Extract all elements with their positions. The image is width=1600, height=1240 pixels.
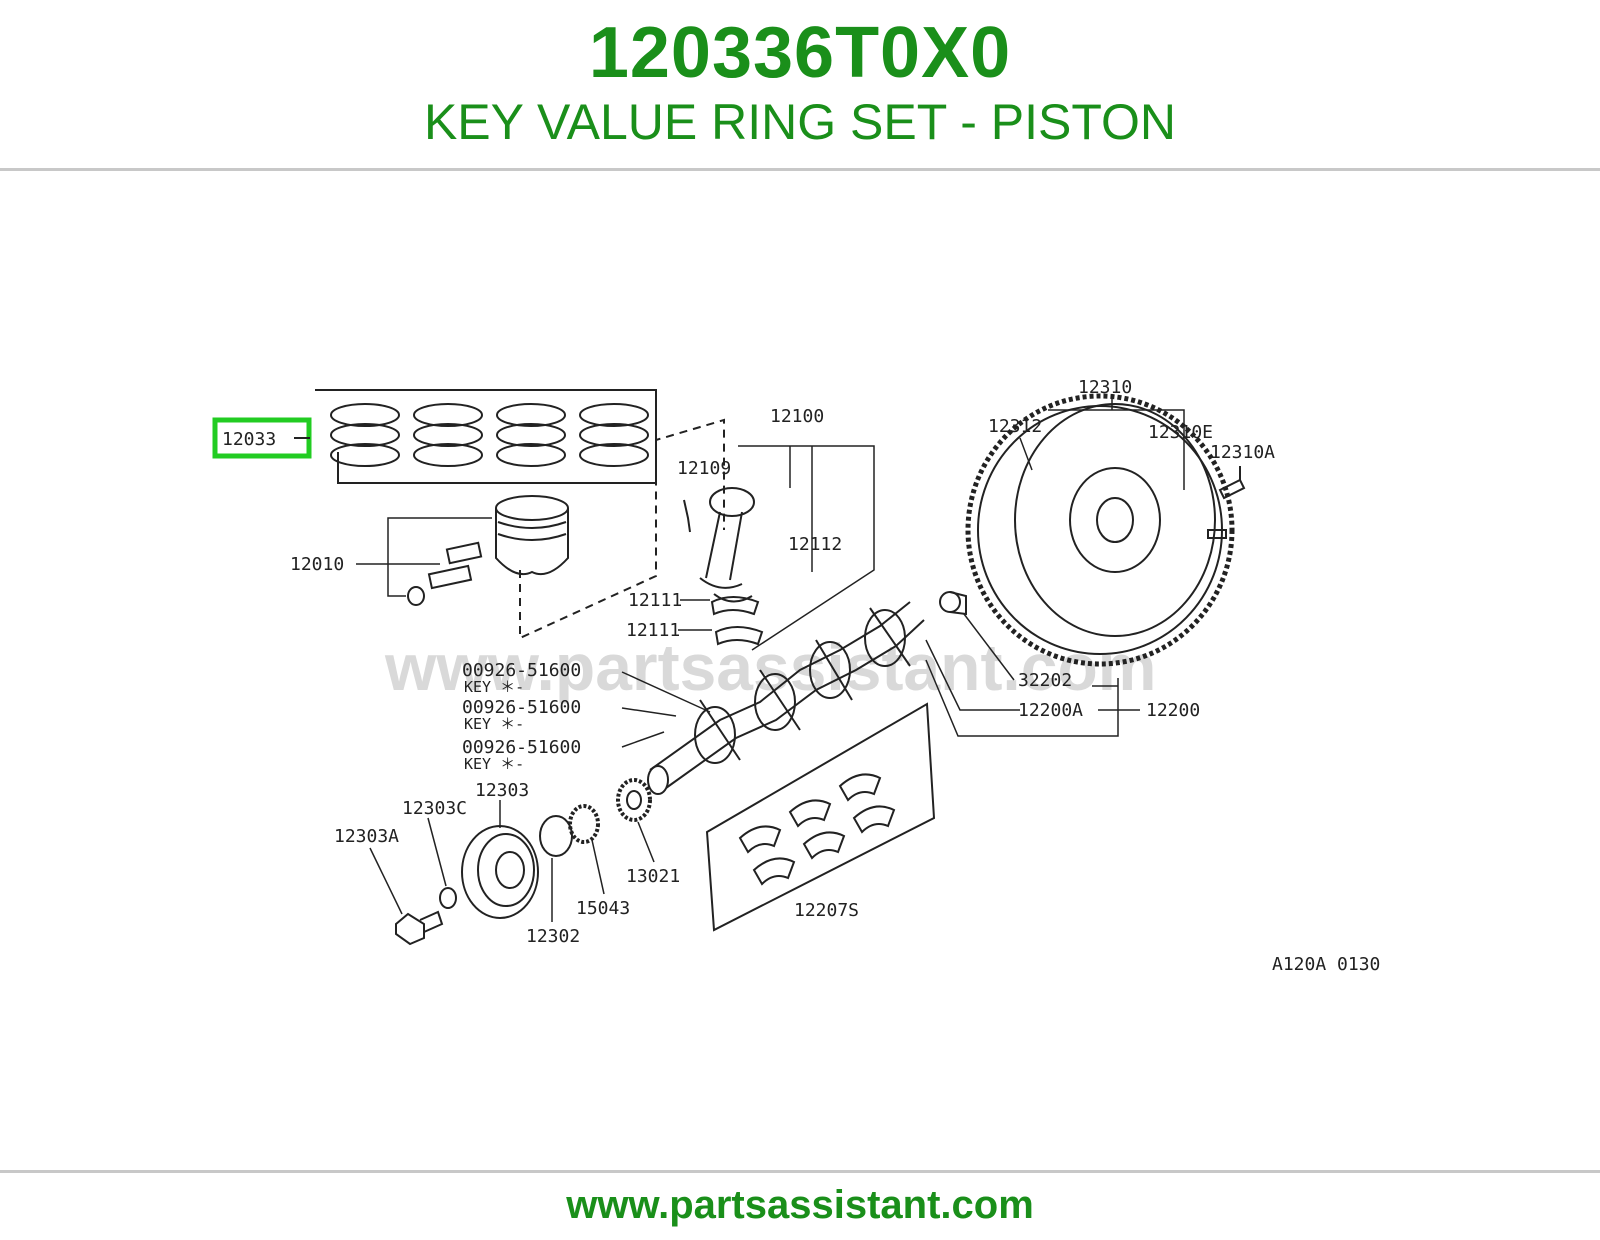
pulley-hub[interactable] — [539, 815, 573, 857]
crankshaft[interactable] — [647, 601, 925, 795]
header: 120336T0X0 KEY VALUE RING SET - PISTON — [0, 0, 1600, 170]
piston-ring-set[interactable] — [315, 389, 657, 484]
rod-bearing-shells[interactable] — [710, 596, 764, 646]
label-key-2[interactable]: 00926-51600 — [462, 697, 581, 718]
leader-conrod-set — [738, 445, 875, 651]
piston[interactable] — [407, 495, 569, 606]
watermark: www.partsassistant.com — [384, 630, 1156, 704]
diagram-canvas: www.partsassistant.com 12033 — [212, 377, 1380, 975]
label-pilot-bushing[interactable]: 32202 — [1018, 670, 1072, 691]
label-crankshaft-set[interactable]: 12200 — [1146, 700, 1200, 721]
main-bearing-set[interactable] — [705, 702, 936, 932]
crank-pulley[interactable] — [461, 825, 539, 919]
footer-website[interactable]: www.partsassistant.com — [566, 1183, 1034, 1227]
label-crank-sprocket[interactable]: 13021 — [626, 866, 680, 887]
label-key-1-sub: KEY ＊- — [464, 678, 524, 696]
dashed-assembly-line — [519, 418, 725, 640]
label-pulley-hub[interactable]: 12302 — [526, 926, 580, 947]
part-number: 120336T0X0 — [588, 13, 1012, 93]
label-pulley-bolt[interactable]: 12303A — [334, 826, 399, 847]
pulley-bolt[interactable] — [395, 910, 444, 946]
label-bearing-lower[interactable]: 12111 — [626, 620, 680, 641]
leader-flywheel — [1048, 409, 1185, 490]
label-key-3[interactable]: 00926-51600 — [462, 737, 581, 758]
label-oil-pump-gear[interactable]: 15043 — [576, 898, 630, 919]
dowel-pin[interactable] — [1207, 529, 1227, 539]
label-dowel[interactable]: 12310E — [1148, 422, 1213, 443]
label-bearing-upper[interactable]: 12111 — [628, 590, 682, 611]
leader-piston — [387, 517, 492, 597]
oil-pump-drive-gear[interactable] — [568, 804, 600, 844]
label-key-2-sub: KEY ＊- — [464, 715, 524, 733]
ring-group-1 — [330, 403, 400, 467]
label-main-bearings[interactable]: 12207S — [794, 900, 859, 921]
label-conrod-nut[interactable]: 12112 — [788, 534, 842, 555]
bottom-divider — [0, 1170, 1600, 1173]
label-piston[interactable]: 12010 — [290, 554, 344, 575]
pilot-bushing[interactable] — [939, 591, 967, 616]
label-crankshaft[interactable]: 12200A — [1018, 700, 1083, 721]
figure-code: A120A 0130 — [1272, 954, 1380, 975]
flywheel-bolt[interactable] — [1218, 466, 1246, 500]
label-pulley[interactable]: 12303 — [475, 780, 529, 801]
ring-group-4 — [579, 403, 649, 467]
label-rings[interactable]: 12033 — [222, 429, 276, 450]
crank-sprocket[interactable] — [616, 778, 652, 822]
label-conrod-set[interactable]: 12100 — [770, 406, 824, 427]
label-key-3-sub: KEY ＊- — [464, 755, 524, 773]
parts-diagram: www.partsassistant.com 12033 — [180, 340, 1420, 1010]
label-washer[interactable]: 12303C — [402, 798, 467, 819]
ring-group-2 — [413, 403, 483, 467]
label-key-1[interactable]: 00926-51600 — [462, 660, 581, 681]
label-ring-gear[interactable]: 12312 — [988, 416, 1042, 437]
pulley-washer[interactable] — [439, 887, 457, 909]
top-divider — [0, 168, 1600, 171]
label-flywheel[interactable]: 12310 — [1078, 377, 1132, 398]
label-conrod-bolt[interactable]: 12109 — [677, 458, 731, 479]
label-flywheel-bolt[interactable]: 12310A — [1210, 442, 1275, 463]
part-name: KEY VALUE RING SET - PISTON — [423, 94, 1177, 150]
connecting-rod[interactable] — [683, 487, 755, 603]
ring-group-3 — [496, 403, 566, 467]
